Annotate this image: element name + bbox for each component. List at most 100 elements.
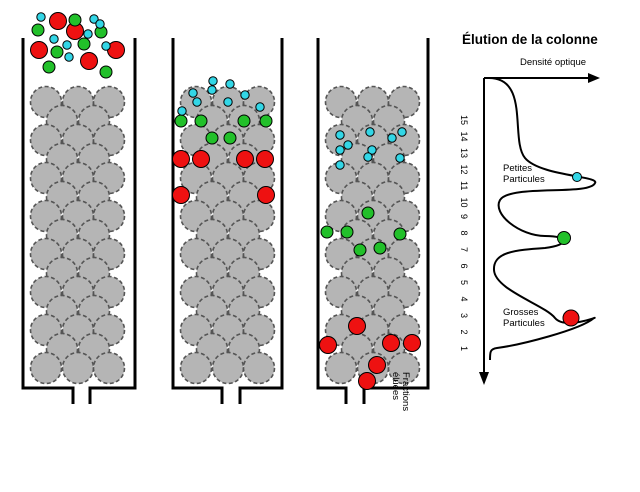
large-particle — [382, 334, 400, 352]
medium-particle — [50, 45, 64, 59]
medium-particle-peak-marker — [557, 231, 571, 245]
medium-particle — [174, 114, 188, 128]
resin-bead — [242, 351, 276, 385]
small-particle — [397, 127, 407, 137]
fraction-number-2: 2 — [459, 330, 469, 335]
large-particle — [257, 186, 275, 204]
elution-curve — [488, 77, 597, 361]
resin-bead — [387, 351, 421, 385]
small-particle — [101, 41, 111, 51]
small-particle — [387, 133, 397, 143]
medium-particle — [237, 114, 251, 128]
small-particle — [335, 160, 345, 170]
x-axis-label: Densité optique — [520, 57, 587, 68]
fraction-number-7: 7 — [459, 247, 469, 252]
small-particle — [395, 153, 405, 163]
small-particle — [225, 79, 235, 89]
medium-particle — [393, 227, 407, 241]
medium-particle — [223, 131, 237, 145]
resin-bead — [61, 351, 95, 385]
large-particle — [236, 150, 254, 168]
fraction-number-3: 3 — [459, 313, 469, 318]
small-particle — [95, 19, 105, 29]
large-particle — [192, 150, 210, 168]
column-wall-left — [316, 38, 348, 404]
large-particle — [403, 334, 421, 352]
resin-bead — [179, 351, 213, 385]
medium-particle — [340, 225, 354, 239]
medium-particle — [99, 65, 113, 79]
resin-bead — [211, 351, 245, 385]
columns — [21, 12, 430, 404]
elution-title: Élution de la colonne — [462, 32, 598, 47]
large-particle — [368, 356, 386, 374]
column-wall-right — [238, 38, 284, 404]
medium-particle — [320, 225, 334, 239]
small-particle — [49, 34, 59, 44]
medium-particle — [194, 114, 208, 128]
fraction-number-13: 13 — [459, 148, 469, 158]
large-particle — [172, 186, 190, 204]
y-axis-label: Fractions éluées — [390, 372, 411, 492]
small-particle — [335, 145, 345, 155]
column-wall-left — [171, 38, 224, 404]
small-particle-peak-marker — [572, 172, 582, 182]
large-particle — [319, 336, 337, 354]
medium-particle — [77, 37, 91, 51]
small-particle — [62, 40, 72, 50]
fraction-number-10: 10 — [459, 198, 469, 208]
small-particle — [208, 76, 218, 86]
small-particle — [240, 90, 250, 100]
fraction-number-14: 14 — [459, 132, 469, 142]
small-particle — [365, 127, 375, 137]
fraction-number-6: 6 — [459, 264, 469, 269]
peak-label-large-2: Particules — [503, 318, 545, 329]
fraction-number-11: 11 — [459, 181, 469, 190]
medium-particle — [361, 206, 375, 220]
small-particle — [89, 14, 99, 24]
column-wall-right — [88, 38, 137, 404]
resin-bead — [29, 351, 63, 385]
large-particle — [172, 150, 190, 168]
medium-particle — [259, 114, 273, 128]
large-particle — [256, 150, 274, 168]
small-particle — [64, 52, 74, 62]
small-particle — [367, 145, 377, 155]
x-axis-arrow — [588, 73, 600, 83]
resin-bead — [324, 351, 358, 385]
small-particle — [255, 102, 265, 112]
column-wall-right — [362, 38, 430, 404]
resin-bead — [92, 351, 126, 385]
small-particle — [177, 106, 187, 116]
large-particle — [348, 317, 366, 335]
large-particle — [30, 41, 48, 59]
y-axis-label-line1: Fractions — [400, 372, 411, 412]
fraction-number-15: 15 — [459, 115, 469, 125]
small-particle — [36, 12, 46, 22]
small-particle — [188, 88, 198, 98]
peak-label-small-2: Particules — [503, 174, 545, 185]
large-particle — [49, 12, 67, 30]
small-particle — [207, 85, 217, 95]
peak-label-small-1: Petites — [503, 163, 533, 174]
large-particle — [358, 372, 376, 390]
fraction-number-1: 1 — [459, 346, 469, 351]
medium-particle — [373, 241, 387, 255]
small-particle — [83, 29, 93, 39]
small-particle — [363, 152, 373, 162]
fraction-number-9: 9 — [459, 214, 469, 219]
medium-particle — [42, 60, 56, 74]
column-3 — [316, 38, 430, 404]
large-particle — [80, 52, 98, 70]
medium-particle — [205, 131, 219, 145]
column-1 — [21, 38, 137, 404]
small-particle — [343, 140, 353, 150]
fraction-number-12: 12 — [459, 165, 469, 175]
y-axis-label-line2: éluées — [390, 372, 401, 400]
fraction-number-4: 4 — [459, 297, 469, 302]
y-axis-arrow — [479, 372, 489, 385]
small-particle — [192, 97, 202, 107]
medium-particle — [68, 13, 82, 27]
